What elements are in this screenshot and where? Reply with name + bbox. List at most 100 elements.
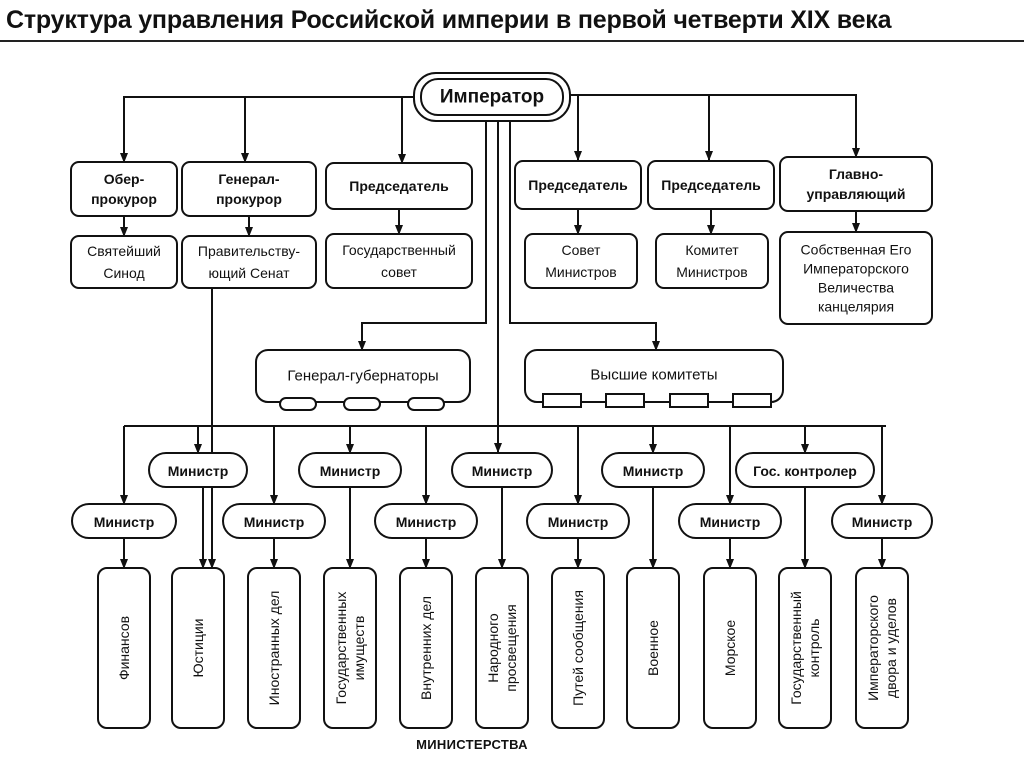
minister-box-6 [526,503,630,539]
emperor-box-inner [420,78,564,116]
minister-box-7 [601,452,705,488]
minister-label-5: Министр [472,463,533,479]
ministry-box-0 [97,567,151,729]
ministry-10-line-0: Императорского [865,595,881,701]
ministry-3-line-0: Государственных [333,592,349,705]
minister-label-6: Министр [548,514,609,530]
minister-box-0 [71,503,177,539]
body-box-4 [655,233,769,289]
ministry-9-line-0: Государственный [788,591,804,705]
body-box-3 [524,233,638,289]
ministry-6-line-0: Путей сообщения [570,590,586,706]
body-0-line-1: Синод [103,265,144,281]
head-box-0 [70,161,178,217]
body-1-line-1: ющий Сенат [208,265,290,281]
ministry-box-9 [778,567,832,729]
minister-label-7: Министр [623,463,684,479]
head-1-line-1: прокурор [216,191,282,207]
ministry-5-line-0: Народного [485,613,501,683]
ministries-caption: МИНИСТЕРСТВА [416,737,528,752]
diagram-nodes: ИмператорОбер-прокурорГенерал-прокурорПр… [70,72,933,729]
ministry-10-line-1: двора и уделов [883,598,899,698]
ministry-2-line-0: Иностранных дел [266,591,282,706]
line-emperor-to-chief-manager [570,94,860,158]
ministry-0-line-0: Финансов [116,616,132,680]
minister-label-9: Гос. контролер [753,463,857,479]
body-3-line-1: Министров [545,264,616,280]
body-3-line-0: Совет [562,242,601,258]
minister-label-0: Министр [94,514,155,530]
minister-box-3 [298,452,402,488]
body-box-1 [181,235,317,289]
ministry-7-line-0: Военное [645,620,661,676]
ministry-1-line-0: Юстиции [190,618,206,677]
head-2-line-0: Председатель [349,178,449,194]
title-underline [0,40,1024,42]
minister-label-10: Министр [852,514,913,530]
minister-box-1 [148,452,248,488]
line-emperor-to-governors [358,121,487,351]
body-0-line-0: Святейший [87,243,161,259]
minister-label-2: Министр [244,514,305,530]
line-emperor-to-committees [509,121,660,351]
ministry-box-4 [399,567,453,729]
head-3-line-0: Председатель [528,177,628,193]
body-box-0 [70,235,178,289]
body-4-line-1: Министров [676,264,747,280]
minister-label-3: Министр [320,463,381,479]
ministry-8-line-0: Морское [722,620,738,676]
head-box-5 [779,156,933,212]
head-1-line-0: Генерал- [218,171,279,187]
head-0-line-1: прокурор [91,191,157,207]
body-1-line-0: Правительству- [198,243,300,259]
body-2-line-0: Государственный [342,242,456,258]
ministry-box-8 [703,567,757,729]
minister-box-10 [831,503,933,539]
ministry-box-5 [475,567,529,729]
line-emperor-to-oberprocuror [120,96,414,163]
minister-box-9 [735,452,875,488]
governor-tab-2 [407,397,445,411]
minister-label-8: Министр [700,514,761,530]
body-5-line-1: Императорского [803,261,909,277]
head-box-2 [325,162,473,210]
body-2-line-1: совет [381,264,418,280]
head-0-line-0: Обер- [104,171,145,187]
emperor-label: Император [440,87,544,108]
ministry-4-line-0: Внутренних дел [418,596,434,700]
body-5-line-0: Собственная Его [801,242,912,258]
minister-box-2 [222,503,326,539]
governor-tab-1 [343,397,381,411]
committee-tab-0 [542,393,582,408]
body-box-5 [779,231,933,325]
committee-tab-1 [605,393,645,408]
ministry-box-1 [171,567,225,729]
body-box-2 [325,233,473,289]
committees-box [524,349,784,403]
committee-tab-2 [669,393,709,408]
committees-label: Высшие комитеты [590,367,717,384]
minister-box-5 [451,452,553,488]
ministry-box-6 [551,567,605,729]
ministry-9-line-1: контроль [806,619,822,678]
ministry-box-2 [247,567,301,729]
body-5-line-2: Величества [818,280,894,296]
minister-label-1: Министр [168,463,229,479]
head-5-line-1: управляющий [806,186,905,202]
connector-lines [120,94,886,569]
head-box-3 [514,160,642,210]
ministry-box-3 [323,567,377,729]
body-5-line-3: канцелярия [818,299,894,315]
body-4-line-0: Комитет [685,242,739,258]
minister-label-4: Министр [396,514,457,530]
head-5-line-0: Главно- [829,166,884,182]
minister-box-8 [678,503,782,539]
head-box-1 [181,161,317,217]
head-4-line-0: Председатель [661,177,761,193]
minister-box-4 [374,503,478,539]
diagram-title: Структура управления Российской империи … [6,6,892,34]
governors-label: Генерал-губернаторы [287,368,438,385]
ministry-box-10 [855,567,909,729]
ministry-box-7 [626,567,680,729]
